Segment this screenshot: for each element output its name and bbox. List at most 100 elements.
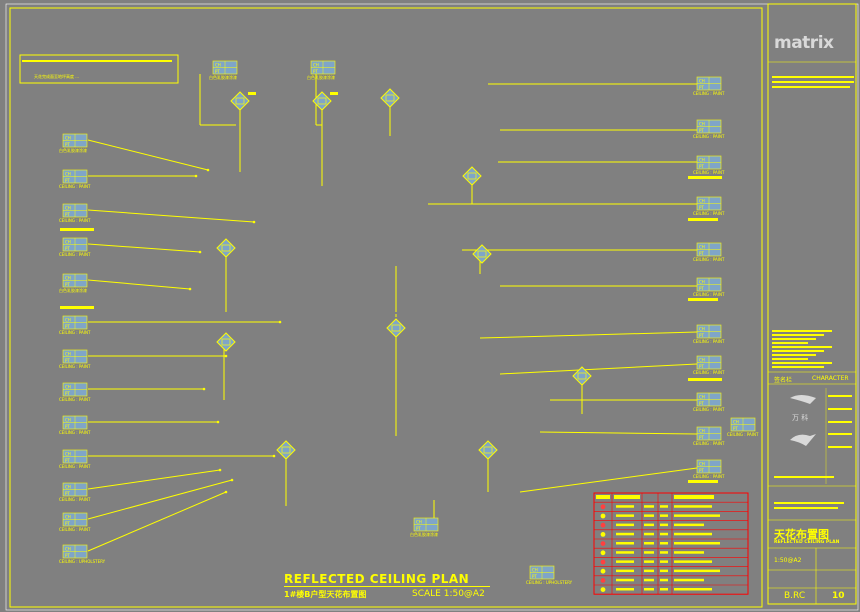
svg-text:CH: CH (65, 485, 71, 490)
svg-text:CEILING : PAINT: CEILING : PAINT (693, 134, 725, 139)
svg-text:CEILING : PAINT: CEILING : PAINT (693, 441, 725, 446)
svg-text:CH: CH (65, 352, 71, 357)
svg-text:CH: CH (699, 199, 705, 204)
svg-text:CH: CH (313, 63, 319, 68)
drawing-scale: SCALE 1:50@A2 (412, 589, 485, 599)
elevation-marker (312, 91, 332, 111)
svg-text:CEILING : PAINT: CEILING : PAINT (693, 91, 725, 96)
svg-text:CH: CH (699, 158, 705, 163)
elevation-marker (386, 318, 406, 338)
client-name: 万 科 (792, 414, 809, 422)
tag-underline-bar (330, 92, 338, 95)
svg-text:CEILING : PAINT: CEILING : PAINT (59, 218, 91, 223)
elevation-marker (216, 332, 236, 352)
tag-underline-bar (688, 378, 722, 381)
svg-text:CEILING : PAINT: CEILING : PAINT (693, 370, 725, 375)
svg-text:CEILING : PAINT: CEILING : PAINT (59, 330, 91, 335)
svg-text:PT: PT (65, 246, 70, 251)
tag-underline-bar (688, 176, 722, 179)
drawing-number: B.RC (784, 591, 806, 601)
elevation-marker (230, 91, 250, 111)
svg-text:CH: CH (532, 568, 538, 573)
svg-text:PT: PT (699, 435, 704, 440)
sheet-border (9, 7, 763, 608)
elevation-marker (380, 88, 400, 108)
svg-text:CH: CH (65, 515, 71, 520)
svg-text:白色乳胶漆涂漆: 白色乳胶漆涂漆 (410, 531, 438, 537)
svg-text:CEILING : PAINT: CEILING : PAINT (693, 170, 725, 175)
elevation-marker (478, 440, 498, 460)
firm-logo: matrix (774, 33, 834, 53)
svg-text:PT: PT (65, 521, 70, 526)
svg-text:CEILING : PAINT: CEILING : PAINT (59, 430, 91, 435)
svg-text:PT: PT (416, 526, 421, 531)
svg-text:PT: PT (699, 128, 704, 133)
svg-text:PT: PT (65, 212, 70, 217)
svg-text:PT: PT (699, 401, 704, 406)
svg-text:白色乳胶漆涂漆: 白色乳胶漆涂漆 (307, 74, 335, 80)
svg-text:CH: CH (65, 276, 71, 281)
svg-text:PT: PT (699, 85, 704, 90)
svg-text:PT: PT (65, 142, 70, 147)
svg-text:CEILING : PAINT: CEILING : PAINT (59, 464, 91, 469)
svg-text:CH: CH (65, 385, 71, 390)
svg-text:CH: CH (699, 395, 705, 400)
note-box-bar (22, 60, 172, 62)
svg-text:CEILING : PAINT: CEILING : PAINT (59, 184, 91, 189)
svg-text:CEILING : PAINT: CEILING : PAINT (693, 257, 725, 262)
svg-text:PT: PT (65, 491, 70, 496)
svg-text:PT: PT (699, 468, 704, 473)
elevation-marker (472, 244, 492, 264)
note-text: 天花完成面至地坪高度 ... (34, 73, 79, 79)
svg-text:PT: PT (65, 358, 70, 363)
svg-text:CEILING : UPHOLSTERY: CEILING : UPHOLSTERY (526, 580, 573, 585)
title-underline (284, 586, 490, 587)
leader-lines (87, 74, 698, 552)
svg-text:PT: PT (65, 282, 70, 287)
svg-text:CEILING : PAINT: CEILING : PAINT (693, 474, 725, 479)
sheet-number: 10 (832, 591, 845, 601)
svg-text:CEILING : UPHOLSTERY: CEILING : UPHOLSTERY (59, 559, 106, 564)
svg-text:PT: PT (699, 164, 704, 169)
elevation-marker (462, 166, 482, 186)
svg-text:PT: PT (733, 426, 738, 431)
svg-text:CH: CH (65, 452, 71, 457)
outer-frame (5, 3, 859, 611)
svg-text:CH: CH (699, 358, 705, 363)
scale-value: 1:50@A2 (774, 557, 802, 564)
svg-text:PT: PT (65, 324, 70, 329)
svg-text:CEILING : PAINT: CEILING : PAINT (59, 364, 91, 369)
svg-text:白色乳胶漆涂漆: 白色乳胶漆涂漆 (59, 147, 87, 153)
title-block: matrix 签名栏 CHARACTER 万 科 天花布置图 REFLECTED… (766, 0, 860, 612)
signature-heading: CHARACTER (812, 375, 849, 382)
svg-text:CEILING : PAINT: CEILING : PAINT (693, 292, 725, 297)
svg-text:CEILING : PAINT: CEILING : PAINT (59, 497, 91, 502)
svg-text:CH: CH (215, 63, 221, 68)
svg-text:CH: CH (65, 136, 71, 141)
svg-text:CH: CH (699, 429, 705, 434)
elevation-marker (216, 238, 236, 258)
svg-text:CEILING : PAINT: CEILING : PAINT (59, 252, 91, 257)
